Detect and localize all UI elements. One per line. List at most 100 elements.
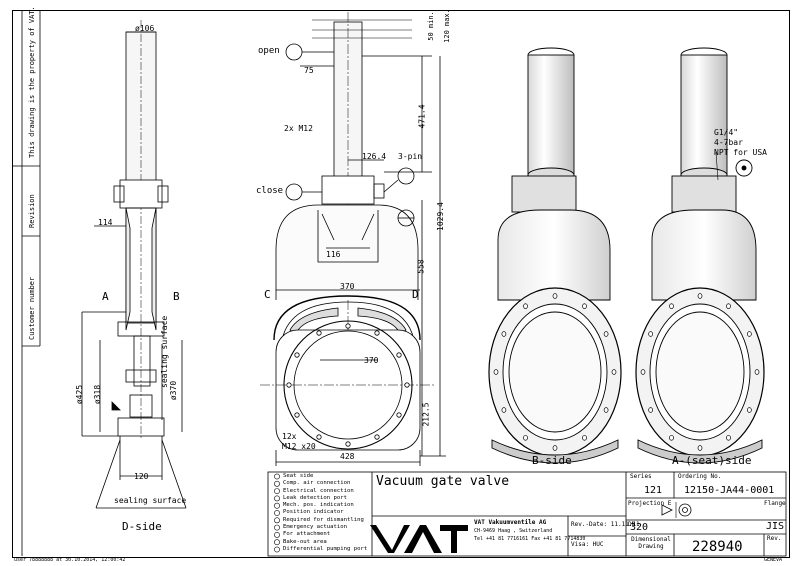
bolt-hole <box>493 369 499 375</box>
bolt-hole <box>501 331 507 337</box>
legend-item: Mech. pos. indication <box>283 502 354 509</box>
legend-item: Differential pumping port <box>283 545 368 552</box>
legend-item: Emergency actuation <box>283 524 347 531</box>
sealing-surface-vertical: sealing surface <box>160 315 169 388</box>
dim-425: ø425 <box>75 384 85 405</box>
legend-item: Leak detection port <box>283 494 347 501</box>
legend-item: Bake-out area <box>283 538 327 545</box>
dim-120-max: 120 max. <box>442 9 451 43</box>
bolt-hole <box>747 331 752 337</box>
open-label: open <box>258 46 280 56</box>
dn-label: DN <box>628 521 636 528</box>
b-side-bolts <box>493 293 617 451</box>
dim-370-circle: 370 <box>364 356 379 365</box>
dim-106: ø106 <box>135 24 155 33</box>
bolt-hole <box>640 369 646 375</box>
bolt-hole <box>747 407 752 413</box>
legend-item: For attachment <box>283 531 331 538</box>
side-b-label: B <box>173 290 180 303</box>
bolt-hole <box>726 303 731 309</box>
a-side-iso-view <box>635 47 765 464</box>
dim-120: 120 <box>134 472 149 481</box>
drawing-number: 228940 <box>692 539 743 555</box>
vat-logo <box>370 525 468 553</box>
left-strip <box>12 10 41 556</box>
bolt-hole <box>523 303 528 309</box>
three-pin-label: 3-pin <box>398 152 423 161</box>
dim-428: 428 <box>340 452 355 461</box>
legend-symbol-icon <box>274 510 280 516</box>
flange-label: Flange <box>764 500 786 507</box>
bolt-hole <box>501 407 507 413</box>
m12-12x-line2: M12 x20 <box>282 442 316 451</box>
close-label: close <box>256 186 284 196</box>
side-d-label: D <box>412 288 419 301</box>
rev-date: Rev.-Date: 11.11.11 <box>571 521 640 528</box>
a-side-label: A-(seat)side <box>672 454 752 467</box>
dim-114: 114 <box>98 218 113 227</box>
rev-label: Rev. <box>767 535 782 542</box>
footer-right: GENEVA <box>764 557 783 563</box>
ordering-value: 12150-JA44-0001 <box>684 485 775 496</box>
dim-75: 75 <box>304 66 314 75</box>
visa: Visa: HUC <box>571 541 604 548</box>
g14-line3: NPT for USA <box>714 148 767 157</box>
dimensional-drawing-label: Dimensional Drawing <box>631 536 671 550</box>
legend-item: Seat side <box>283 473 314 479</box>
bolt-hole <box>697 293 703 299</box>
bolt-hole <box>552 445 558 451</box>
m12-12x-line1: 12x <box>282 432 297 441</box>
d-side-label: D-side <box>122 520 162 533</box>
bolt-hole <box>648 331 653 337</box>
bolt-hole <box>669 303 674 309</box>
company-address: CH-9469 Haag , Switzerland <box>474 528 553 534</box>
dn-value: 320 <box>630 522 649 533</box>
legend-symbol-icon <box>274 495 280 502</box>
legend-symbol-icon <box>274 517 280 524</box>
legend-symbol-icon <box>274 473 280 480</box>
dim-50-min: 50 min. <box>426 11 435 41</box>
bolt-hole <box>669 435 674 441</box>
series-value: 121 <box>644 485 663 496</box>
legend-symbol-icon <box>274 532 280 538</box>
bolt-hole <box>582 303 587 309</box>
flange-value: JIS <box>766 521 785 532</box>
series-label: Series <box>630 473 652 480</box>
title-block <box>267 471 787 557</box>
sealing-surface-bottom: sealing surface <box>114 496 187 505</box>
b-side-label: B-side <box>532 454 572 467</box>
bolt-hole <box>603 407 609 413</box>
bolt-hole <box>726 435 731 441</box>
dim-370-side: ø370 <box>169 380 179 401</box>
m12-2x: 2x M12 <box>284 124 313 133</box>
legend-icons <box>274 473 280 553</box>
dim-370-top: 370 <box>340 282 355 291</box>
legend-item: Required for dismantling <box>283 516 364 523</box>
bolt-hole <box>611 369 617 375</box>
legend-symbol-icon <box>274 480 280 487</box>
drawing-frame <box>12 10 790 558</box>
bolt-hole <box>603 331 609 337</box>
a-side-bolts <box>640 293 760 451</box>
g14-line1: G1/4" <box>714 128 739 137</box>
bolt-hole <box>648 407 653 413</box>
side-a-label: A <box>102 290 109 303</box>
g14-line2: 4-7bar <box>714 138 743 147</box>
legend-symbol-icon <box>274 539 280 546</box>
company-phone: Tel +41 81 7716161 Fax +41 81 7714830 <box>474 536 586 542</box>
b-side-iso-view <box>488 47 622 464</box>
company-name: VAT Vakuumventile AG <box>474 519 547 526</box>
side-c-label: C <box>264 288 271 301</box>
dim-558: 558 <box>416 259 426 274</box>
legend-item: Comp. air connection <box>283 480 351 487</box>
footer-left: user 78888888 at 30.10.2014, 12:00:42 <box>14 557 126 563</box>
bolt-hole <box>697 445 703 451</box>
ordering-label: Ordering No. <box>678 473 722 480</box>
dim-116: 116 <box>326 250 341 259</box>
d-side-view <box>81 20 187 509</box>
bolt-hole <box>552 293 558 299</box>
bolt-hole <box>523 435 528 441</box>
legend-symbol-icon <box>274 488 280 494</box>
